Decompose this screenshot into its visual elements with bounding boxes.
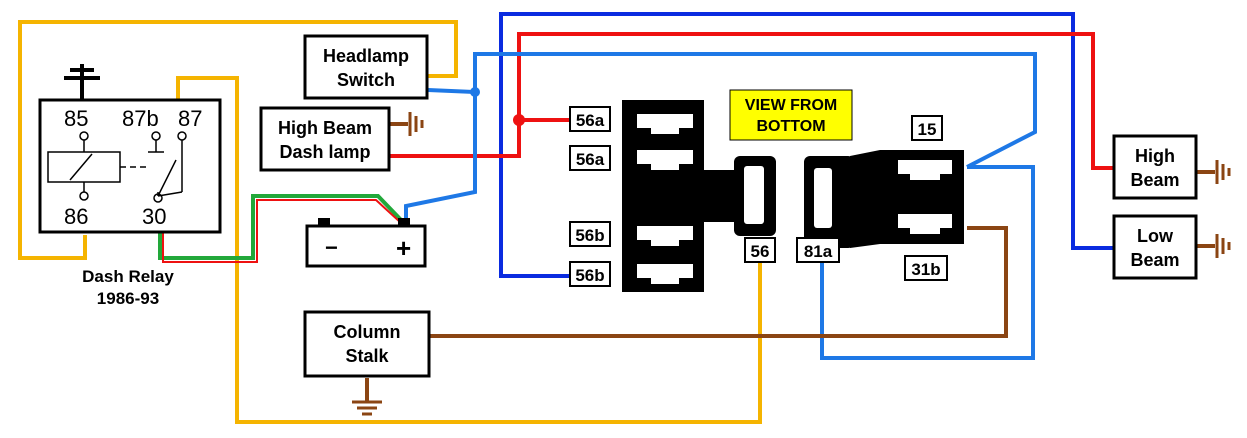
headlamp-switch-line2: Switch xyxy=(337,70,395,90)
ground-symbol-highbeam xyxy=(1215,160,1231,184)
wires xyxy=(18,12,1215,424)
ground-symbol-dashlamp xyxy=(408,112,424,136)
high-beam-line2: Beam xyxy=(1130,170,1179,190)
headlamp-switch-line1: Headlamp xyxy=(323,46,409,66)
pin-tag-81a-text: 81a xyxy=(804,242,833,261)
wire-lightblue-switch-battery xyxy=(404,88,477,222)
pin-tag-31b: 31b xyxy=(904,255,948,281)
relay-pin-87: 87 xyxy=(178,106,202,131)
high-beam-line1: High xyxy=(1135,146,1175,166)
pin-tag-81a: 81a xyxy=(796,237,840,263)
relay-title: Dash Relay xyxy=(82,267,174,286)
low-beam-lamp: Low Beam xyxy=(1112,214,1198,280)
wire-brown-stalk-31b xyxy=(430,226,1008,338)
dash-lamp-line1: High Beam xyxy=(278,118,372,138)
column-stalk: Column Stalk xyxy=(303,310,431,378)
low-beam-line2: Beam xyxy=(1130,250,1179,270)
junction-red xyxy=(513,114,525,126)
battery-plus: + xyxy=(396,233,411,263)
relay-pin-87b: 87b xyxy=(122,106,159,131)
column-stalk-line1: Column xyxy=(334,322,401,342)
pin-tag-56b-bottom: 56b xyxy=(569,261,611,287)
wire-red-dashlamp xyxy=(390,120,521,158)
high-beam-lamp: High Beam xyxy=(1112,134,1198,200)
wire-green-30-battery xyxy=(158,194,405,260)
pin-tag-56: 56 xyxy=(744,237,776,263)
pin-tag-56a-bottom-text: 56a xyxy=(576,150,605,169)
wire-red-30-battery xyxy=(162,199,401,263)
pin-tag-56a-top: 56a xyxy=(569,106,611,132)
view-from-bottom-note: VIEW FROM BOTTOM xyxy=(729,89,853,141)
pin-tag-15: 15 xyxy=(911,115,943,141)
ground-symbol-relay xyxy=(64,64,100,100)
relay-years: 1986-93 xyxy=(97,289,159,308)
battery-minus: − xyxy=(325,235,338,260)
relay-pin-86: 86 xyxy=(64,204,88,229)
wire-red-highbeam-56a xyxy=(517,32,1113,170)
low-beam-line1: Low xyxy=(1137,226,1174,246)
pin-tag-56a-top-text: 56a xyxy=(576,111,605,130)
wire-lightblue-15 xyxy=(473,52,1037,169)
relay-pin-30: 30 xyxy=(142,204,166,229)
ground-symbol-lowbeam xyxy=(1215,234,1231,258)
connector-right xyxy=(804,150,964,248)
pin-tag-56a-bottom: 56a xyxy=(569,145,611,171)
pin-tag-56b-top-text: 56b xyxy=(575,226,604,245)
pin-tag-15-text: 15 xyxy=(918,120,937,139)
wire-blue-lowbeam-56b xyxy=(499,12,1113,278)
dash-lamp-line2: Dash lamp xyxy=(279,142,370,162)
ground-symbol-stalk xyxy=(352,400,382,416)
pin-tag-56b-top: 56b xyxy=(569,221,611,247)
headlamp-switch: Headlamp Switch xyxy=(303,34,429,100)
pin-tag-56b-bottom-text: 56b xyxy=(575,266,604,285)
note-line1: VIEW FROM xyxy=(745,97,837,114)
relay-internal-schematic xyxy=(47,131,187,203)
high-beam-dash-lamp: High Beam Dash lamp xyxy=(259,106,391,172)
column-stalk-line2: Stalk xyxy=(345,346,389,366)
battery: − + xyxy=(305,218,427,268)
connector-left xyxy=(622,100,776,292)
wire-yellow-87-56 xyxy=(176,76,762,424)
wire-lightblue-81a xyxy=(820,165,1035,360)
dash-relay: 85 87b 87 86 30 Dash Relay 1986-93 xyxy=(38,98,222,308)
wire-yellow-85-headlamp xyxy=(18,20,458,260)
pin-tag-31b-text: 31b xyxy=(911,260,940,279)
pin-tag-56-text: 56 xyxy=(751,242,770,261)
relay-pin-85: 85 xyxy=(64,106,88,131)
junction-blue xyxy=(470,87,480,97)
note-line2: BOTTOM xyxy=(756,118,825,135)
